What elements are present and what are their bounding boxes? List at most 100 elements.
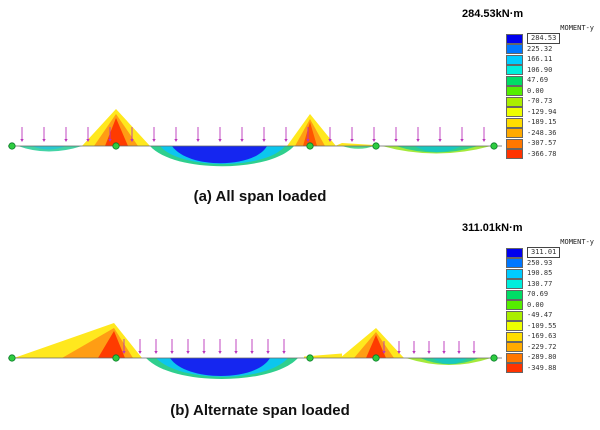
legend-row: -189.15 [506, 117, 598, 128]
load-arrow-head-icon [42, 139, 46, 142]
load-arrow-head-icon [240, 139, 244, 142]
legend-row: -366.78 [506, 149, 598, 160]
load-arrow-head-icon [262, 139, 266, 142]
legend-row: 311.01 [506, 247, 598, 259]
legend-value: 311.01 [527, 247, 561, 259]
legend-value: 0.00 [527, 300, 544, 309]
moment-diagram-a [8, 109, 502, 167]
legend-row: -248.36 [506, 128, 598, 139]
load-arrow-head-icon [122, 351, 126, 354]
legend-value: 166.11 [527, 55, 553, 64]
load-arrow-head-icon [350, 139, 354, 142]
load-arrow-head-icon [482, 139, 486, 142]
legend-title: MOMENT-y [560, 24, 594, 32]
load-arrow-head-icon [382, 351, 386, 354]
load-arrow-head-icon [328, 139, 332, 142]
legend-swatch-icon [506, 54, 523, 65]
max-moment-label-b: 311.01kN·m [462, 222, 523, 234]
load-arrow-head-icon [438, 139, 442, 142]
load-arrow-head-icon [250, 351, 254, 354]
load-arrow-head-icon [282, 351, 286, 354]
legend-value: -129.94 [527, 107, 557, 116]
load-arrow-head-icon [460, 139, 464, 142]
legend-value: -307.57 [527, 139, 557, 148]
load-arrow-head-icon [196, 139, 200, 142]
legend-value: -349.88 [527, 363, 557, 372]
legend-row: -70.73 [506, 96, 598, 107]
legend-swatch-icon [506, 342, 523, 353]
legend-value: 284.53 [527, 33, 561, 45]
load-arrow-head-icon [152, 139, 156, 142]
legend-value: -289.80 [527, 353, 557, 362]
legend-value: 190.85 [527, 269, 553, 278]
moment-diagram-b [8, 323, 502, 379]
legend-swatch-icon [506, 331, 523, 342]
moment-fills-a [18, 109, 491, 167]
legend-swatch-icon [506, 258, 523, 269]
legend-value: 250.93 [527, 258, 553, 267]
legend-row: -169.63 [506, 331, 598, 342]
legend-swatch-icon [506, 65, 523, 76]
legend-value: 106.90 [527, 65, 553, 74]
load-arrow-head-icon [86, 139, 90, 142]
load-arrow-head-icon [170, 351, 174, 354]
legend-value: -248.36 [527, 128, 557, 137]
load-arrow-head-icon [284, 139, 288, 142]
load-arrow-head-icon [457, 351, 461, 354]
load-arrow-head-icon [108, 139, 112, 142]
legend-swatch-icon [506, 75, 523, 86]
load-arrows-a [20, 127, 486, 142]
legend-row: -49.47 [506, 310, 598, 321]
legend-swatch-icon [506, 268, 523, 279]
legend-swatch-icon [506, 44, 523, 55]
legend-swatch-icon [506, 149, 523, 160]
legend-value: 130.77 [527, 279, 553, 288]
legend-swatch-icon [506, 352, 523, 363]
legend-row: 284.53 [506, 33, 598, 45]
load-arrow-head-icon [64, 139, 68, 142]
legend-row: -307.57 [506, 138, 598, 149]
load-arrow-head-icon [427, 351, 431, 354]
load-arrow-head-icon [372, 139, 376, 142]
legend-row: -129.94 [506, 107, 598, 118]
legend-row: 250.93 [506, 258, 598, 269]
load-arrow-head-icon [234, 351, 238, 354]
legend-row: -229.72 [506, 342, 598, 353]
caption-b: (b) Alternate span loaded [170, 402, 350, 419]
load-arrow-head-icon [306, 139, 310, 142]
legend-row: 0.00 [506, 300, 598, 311]
load-arrow-head-icon [202, 351, 206, 354]
supports-b [8, 354, 498, 362]
load-arrow-head-icon [154, 351, 158, 354]
legend-value: -169.63 [527, 332, 557, 341]
load-arrow-head-icon [442, 351, 446, 354]
load-arrow-head-icon [218, 139, 222, 142]
load-arrow-head-icon [266, 351, 270, 354]
legend-swatch-icon [506, 247, 523, 258]
legend-swatch-icon [506, 117, 523, 128]
legend-swatch-icon [506, 33, 523, 44]
load-arrow-head-icon [186, 351, 190, 354]
legend-swatch-icon [506, 279, 523, 290]
load-arrow-head-icon [394, 139, 398, 142]
legend-value: 70.69 [527, 290, 549, 299]
legend-swatch-icon [506, 300, 523, 311]
load-arrow-head-icon [397, 351, 401, 354]
load-arrow-head-icon [174, 139, 178, 142]
legend-row: 166.11 [506, 54, 598, 65]
load-arrow-head-icon [412, 351, 416, 354]
legend-value: -366.78 [527, 149, 557, 158]
legend-value: 47.69 [527, 76, 549, 85]
load-arrows-b-span2 [122, 339, 286, 354]
legend-row: -349.88 [506, 363, 598, 374]
legend-value: -189.15 [527, 118, 557, 127]
legend-row: -109.55 [506, 321, 598, 332]
legend-swatch-icon [506, 289, 523, 300]
legend-swatch-icon [506, 86, 523, 97]
legend-value: 225.32 [527, 44, 553, 53]
supports-a [8, 142, 498, 150]
legend-swatch-icon [506, 107, 523, 118]
